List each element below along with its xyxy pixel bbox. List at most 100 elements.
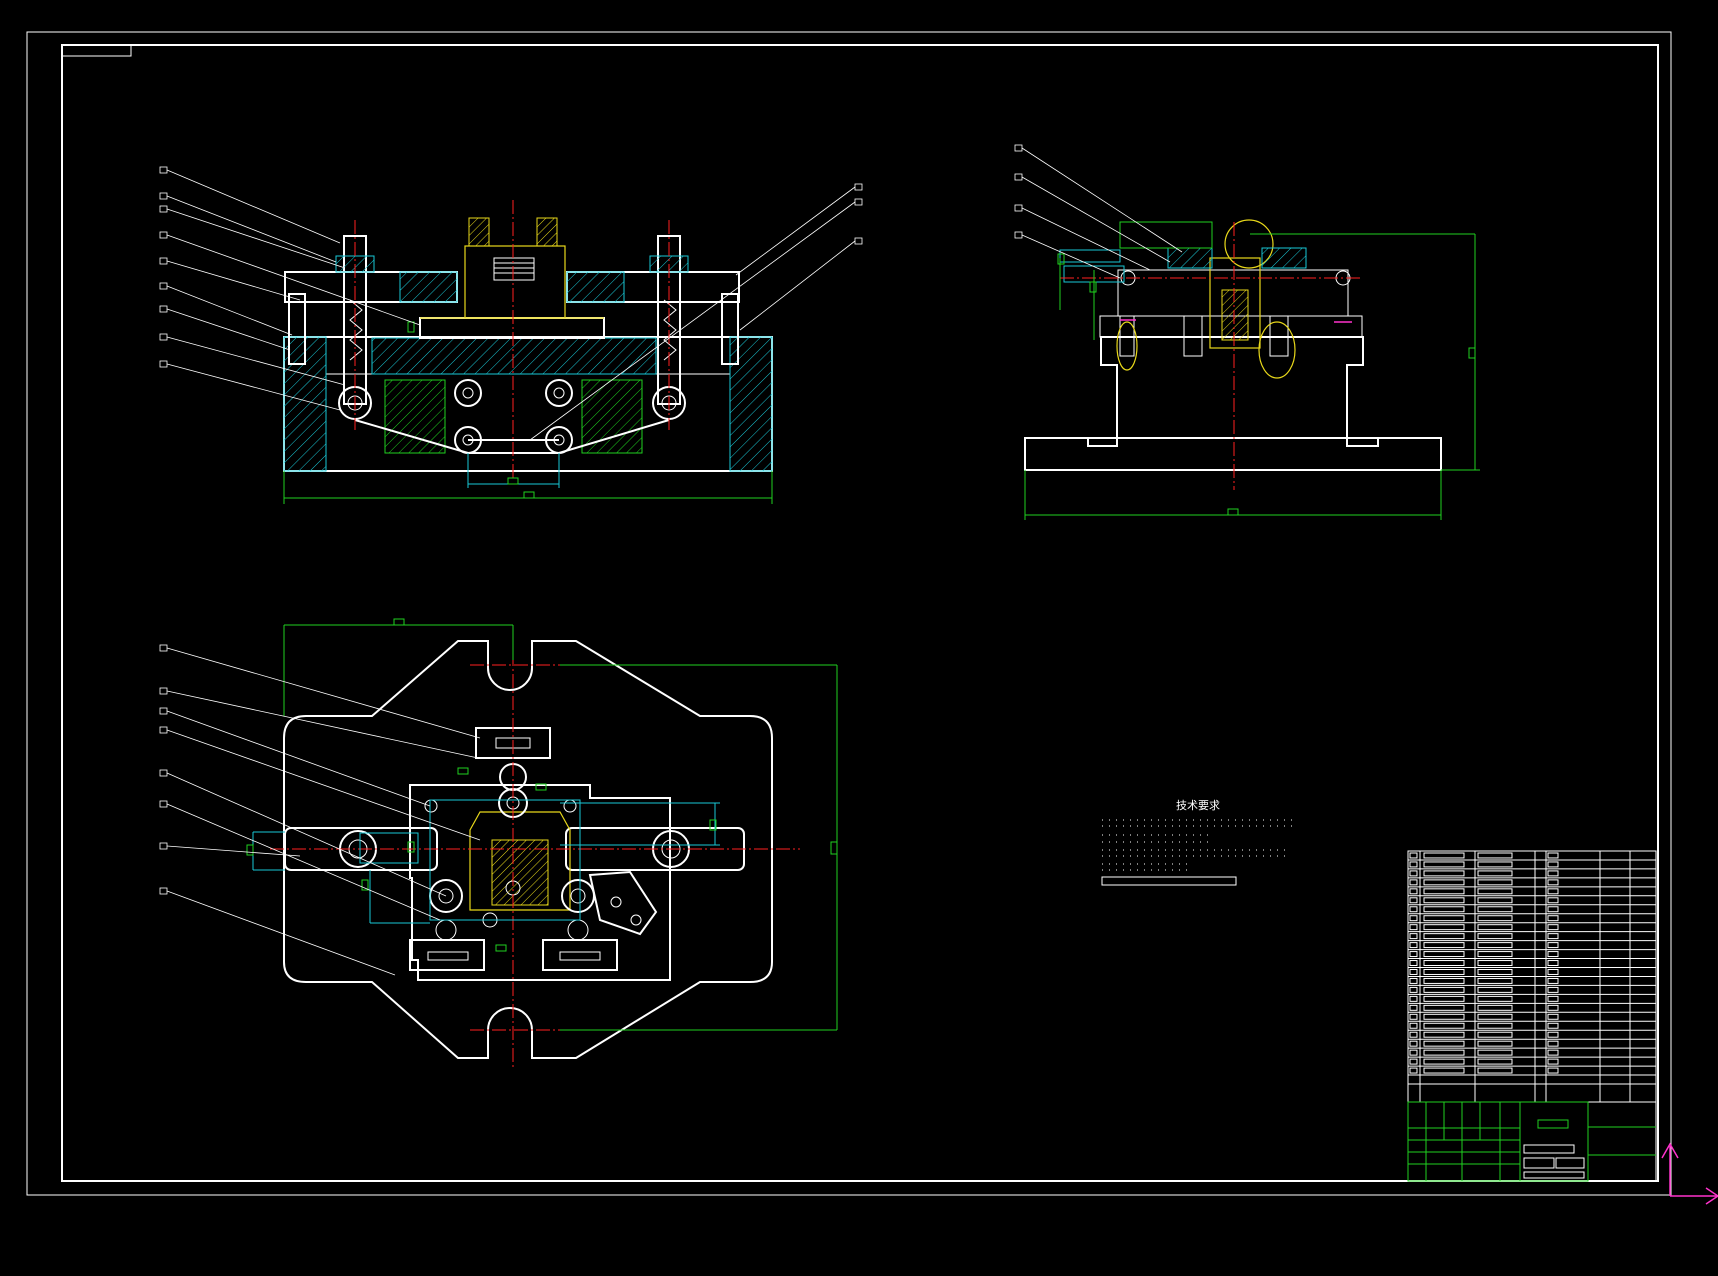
parts-list-cell-mark xyxy=(1547,861,1559,868)
parts-list-cell-mark xyxy=(1409,933,1418,940)
parts-list-cell-mark xyxy=(1547,951,1559,958)
parts-list-cell-mark xyxy=(1547,897,1559,904)
parts-list-cell-mark xyxy=(1547,969,1559,975)
parts-list-cell-mark xyxy=(1423,1022,1465,1029)
parts-list-cell-mark xyxy=(1423,915,1465,922)
parts-list-cell-mark xyxy=(1423,897,1465,904)
parts-list-cell-mark xyxy=(1477,951,1513,958)
parts-list-cell-mark xyxy=(1423,1031,1465,1038)
parts-list-cell-mark xyxy=(1409,995,1418,1002)
parts-list-cell-mark xyxy=(1477,960,1513,966)
parts-list-cell-mark xyxy=(1409,906,1418,913)
parts-list-cell-mark xyxy=(1547,915,1559,922)
parts-list-cell-mark xyxy=(1423,942,1465,949)
parts-list-cell-mark xyxy=(1547,879,1559,886)
parts-list-cell-mark xyxy=(1547,924,1559,931)
parts-list-cell-mark xyxy=(1409,861,1418,868)
parts-list-cell-mark xyxy=(1423,1013,1465,1020)
parts-list-cell-mark xyxy=(1477,870,1513,877)
parts-list-cell-mark xyxy=(1547,995,1559,1002)
parts-list-cell-mark xyxy=(1547,977,1559,984)
parts-list-cell-mark xyxy=(1423,995,1465,1002)
parts-list-cell-mark xyxy=(1409,1049,1418,1056)
parts-list-cell-mark xyxy=(1409,1040,1418,1047)
parts-list-cell-mark xyxy=(1477,861,1513,868)
parts-list-cell-mark xyxy=(1409,1004,1418,1011)
parts-list-cell-mark xyxy=(1423,986,1465,993)
parts-list-cell-mark xyxy=(1477,852,1513,859)
parts-list-cell-mark xyxy=(1423,870,1465,877)
parts-list-cell-mark xyxy=(1477,915,1513,922)
parts-list-cell-mark xyxy=(1423,977,1465,984)
side-section-view xyxy=(1014,144,1480,520)
parts-list-cell-mark xyxy=(1547,906,1559,913)
parts-list-cell-mark xyxy=(1409,924,1418,931)
parts-list-cell-mark xyxy=(1423,888,1465,895)
parts-list-cell-mark xyxy=(1409,1067,1418,1074)
parts-list-cell-mark xyxy=(1423,852,1465,859)
parts-list-cell-mark xyxy=(1409,977,1418,984)
parts-list-cell-mark xyxy=(1423,1067,1465,1074)
parts-list-cell-mark xyxy=(1409,852,1418,859)
parts-list-cell-mark xyxy=(1409,888,1418,895)
parts-list-cell-mark xyxy=(1547,1013,1559,1020)
parts-list-table xyxy=(1407,850,1657,1103)
parts-list-cell-mark xyxy=(1477,1031,1513,1038)
parts-list-cell-mark xyxy=(1409,1013,1418,1020)
parts-list-cell-mark xyxy=(1547,1040,1559,1047)
parts-list-cell-mark xyxy=(1477,1004,1513,1011)
parts-list-cell-mark xyxy=(1409,1031,1418,1038)
parts-list-cell-mark xyxy=(1423,1040,1465,1047)
parts-list-cell-mark xyxy=(1477,969,1513,975)
parts-list-cell-mark xyxy=(1547,1067,1559,1074)
parts-list-cell-mark xyxy=(1547,933,1559,940)
parts-list-cell-mark xyxy=(1409,915,1418,922)
parts-list-cell-mark xyxy=(1547,1058,1559,1065)
parts-list-cell-mark xyxy=(1547,960,1559,966)
parts-list-cell-mark xyxy=(1423,879,1465,886)
parts-list-cell-mark xyxy=(1477,1058,1513,1065)
parts-list-cell-mark xyxy=(1477,897,1513,904)
parts-list-cell-mark xyxy=(1409,1022,1418,1029)
parts-list-cell-mark xyxy=(1423,1058,1465,1065)
parts-list-cell-mark xyxy=(1409,951,1418,958)
parts-list-cell-mark xyxy=(1477,1013,1513,1020)
parts-list-cell-mark xyxy=(1477,906,1513,913)
requirement-lines xyxy=(1102,819,1295,871)
parts-list-cell-mark xyxy=(1423,969,1465,975)
technical-requirements-title: 技术要求 xyxy=(1176,799,1220,812)
parts-list-cell-mark xyxy=(1547,888,1559,895)
parts-list-cell-mark xyxy=(1547,1004,1559,1011)
parts-list-cell-mark xyxy=(1477,995,1513,1002)
parts-list-rows xyxy=(1408,852,1656,1076)
parts-list-cell-mark xyxy=(1423,1004,1465,1011)
parts-list-cell-mark xyxy=(1477,888,1513,895)
technical-requirements-block: 技术要求 xyxy=(1101,799,1295,886)
parts-list-cell-mark xyxy=(1477,1040,1513,1047)
parts-list-cell-mark xyxy=(1423,951,1465,958)
parts-list-cell-mark xyxy=(1423,924,1465,931)
parts-list-cell-mark xyxy=(1477,1067,1513,1074)
parts-list-cell-mark xyxy=(1409,969,1418,975)
parts-list-cell-mark xyxy=(1423,960,1465,966)
parts-list-cell-mark xyxy=(1477,879,1513,886)
ucs-axis-icon xyxy=(1661,1142,1718,1205)
top-plan-view xyxy=(159,618,838,1068)
parts-list-cell-mark xyxy=(1477,942,1513,949)
parts-list-cell-mark xyxy=(1423,933,1465,940)
parts-list-cell-mark xyxy=(1409,879,1418,886)
parts-list-cell-mark xyxy=(1547,942,1559,949)
parts-list-cell-mark xyxy=(1409,897,1418,904)
sheet-border xyxy=(26,31,1672,1196)
parts-list-cell-mark xyxy=(1409,960,1418,966)
parts-list-cell-mark xyxy=(1547,852,1559,859)
title-block xyxy=(1407,1101,1657,1182)
parts-list-cell-mark xyxy=(1409,870,1418,877)
parts-list-cell-mark xyxy=(1409,1058,1418,1065)
parts-list-cell-mark xyxy=(1423,906,1465,913)
parts-list-cell-mark xyxy=(1423,1049,1465,1056)
parts-list-cell-mark xyxy=(1477,1022,1513,1029)
parts-list-cell-mark xyxy=(1547,1022,1559,1029)
parts-list-cell-mark xyxy=(1423,861,1465,868)
